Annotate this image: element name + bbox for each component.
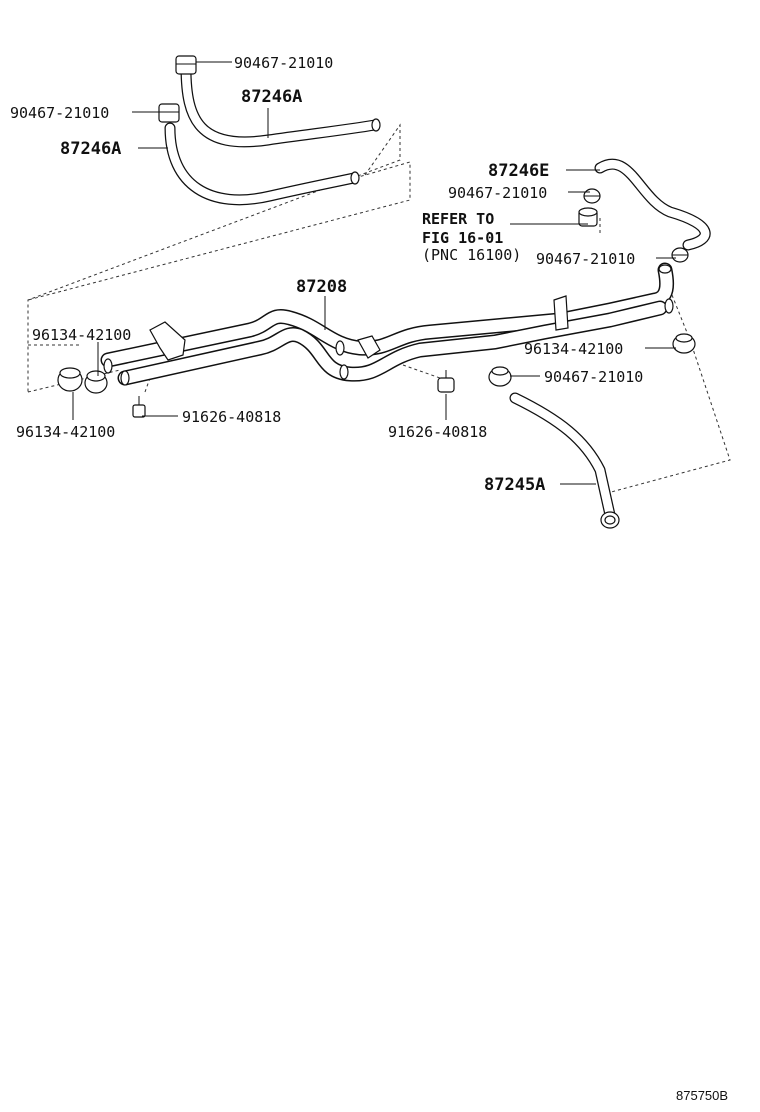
hose-clamp-right-c [672, 333, 696, 354]
hose-clamp-top-a [175, 55, 197, 75]
label-hose-top-a: 87246A [241, 87, 302, 107]
label-bolt-center: 91626-40818 [388, 423, 487, 441]
label-clamp-left-a: 96134-42100 [32, 326, 131, 344]
reference-line-1: REFER TO [422, 210, 494, 228]
reference-fitting [578, 207, 598, 227]
label-bolt-left: 91626-40818 [182, 408, 281, 426]
label-hose-right-e: 87246E [488, 161, 549, 181]
pipe-87208-lower [117, 300, 668, 386]
label-clamp-right-d: 90467-21010 [544, 368, 643, 386]
hose-clamp-right-d [488, 366, 512, 387]
hose-87246a-lower [164, 122, 360, 206]
hose-clamp-top-b [158, 103, 180, 123]
pipe-bracket-right [553, 295, 569, 331]
diagram-id: 875750B [676, 1088, 728, 1103]
label-clamp-right-b: 90467-21010 [536, 250, 635, 268]
bolt-left [132, 396, 146, 418]
label-clamp-left-b: 96134-42100 [16, 423, 115, 441]
bolt-center [437, 370, 455, 393]
leader-lines [72, 61, 676, 485]
reference-line-2: FIG 16-01 [422, 229, 503, 247]
pipe-end-caps [103, 264, 674, 386]
reference-note: REFER TO FIG 16-01 (PNC 16100) [422, 210, 521, 264]
hose-87246a-upper [180, 62, 381, 148]
hose-87245a [509, 392, 620, 529]
label-clamp-right-a: 90467-21010 [448, 184, 547, 202]
hose-87246e [594, 158, 711, 251]
part-labels: 90467-21010 87246A 90467-21010 87246A 87… [10, 54, 643, 495]
label-hose-top-b: 87246A [60, 139, 121, 159]
pipe-87208-upper [100, 262, 675, 368]
hose-clamp-right-b [671, 247, 689, 263]
hose-clamp-left-a [57, 367, 83, 392]
reference-line-3: (PNC 16100) [422, 246, 521, 264]
label-clamp-top-a: 90467-21010 [234, 54, 333, 72]
hose-clamp-right-a [583, 188, 601, 204]
label-clamp-top-b: 90467-21010 [10, 104, 109, 122]
phantom-outline-lower-right [144, 218, 731, 496]
label-hose-bottom: 87245A [484, 475, 545, 495]
label-pipe-main: 87208 [296, 277, 347, 297]
pipe-bracket-left [149, 321, 186, 361]
label-clamp-right-c: 96134-42100 [524, 340, 623, 358]
pipe-bracket-center [357, 335, 381, 359]
hose-clamp-left-b [84, 370, 108, 394]
